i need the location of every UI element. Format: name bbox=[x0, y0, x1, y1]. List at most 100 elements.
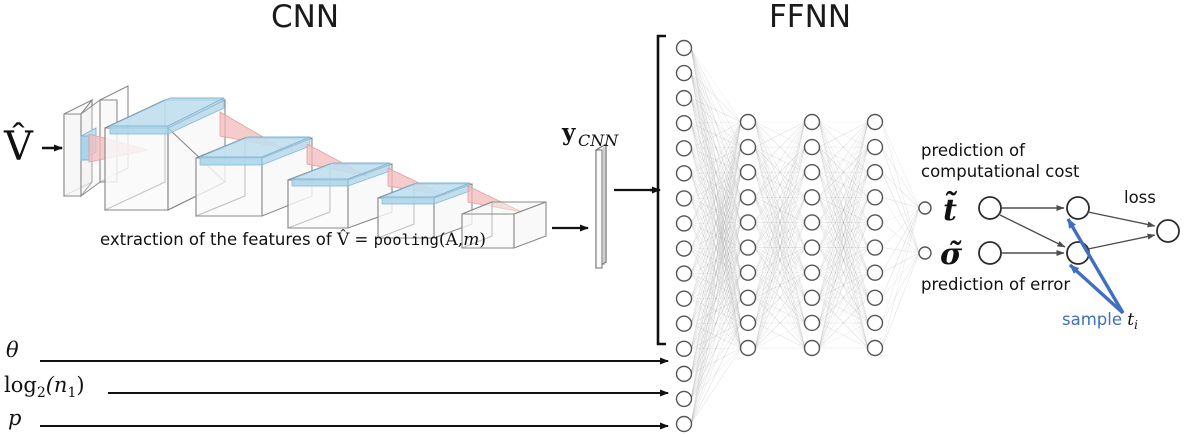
ffnn-hidden-node[interactable] bbox=[739, 113, 757, 131]
ffnn-input-node[interactable] bbox=[675, 240, 693, 257]
sigma-tilde-node[interactable] bbox=[978, 241, 1002, 265]
ffnn-edge bbox=[754, 197, 806, 323]
ffnn-edge bbox=[754, 272, 806, 349]
ffnn-hidden-node[interactable] bbox=[739, 189, 757, 206]
ffnn-edge bbox=[690, 173, 742, 349]
ffnn-edge bbox=[818, 171, 869, 198]
ffnn-edge bbox=[754, 121, 806, 198]
ffnn-edge bbox=[690, 47, 742, 198]
ffnn-edge bbox=[690, 197, 742, 274]
ffnn-edge bbox=[754, 272, 806, 299]
t-tilde-node[interactable] bbox=[978, 196, 1002, 220]
ffnn-hidden-node[interactable] bbox=[803, 314, 821, 332]
ffnn-input-node[interactable] bbox=[675, 365, 693, 383]
ffnn-input-node[interactable] bbox=[675, 340, 693, 357]
ffnn-input-node[interactable] bbox=[675, 165, 693, 182]
ffnn-input-node[interactable] bbox=[675, 290, 693, 307]
ffnn-edge bbox=[818, 121, 869, 198]
ffnn-output-node[interactable] bbox=[918, 201, 932, 215]
ffnn-edge bbox=[690, 123, 742, 298]
loss-node[interactable] bbox=[1156, 219, 1180, 243]
ffnn-input-node[interactable] bbox=[675, 215, 693, 232]
ffnn-edge bbox=[690, 147, 742, 324]
ffnn-edge bbox=[690, 272, 742, 274]
ffnn-input-node[interactable] bbox=[675, 390, 693, 408]
ffnn-hidden-node[interactable] bbox=[866, 239, 884, 256]
ffnn-edge bbox=[690, 146, 742, 224]
ffnn-edge bbox=[754, 247, 806, 324]
combine-node-bottom[interactable] bbox=[1066, 241, 1090, 265]
ffnn-hidden-node[interactable] bbox=[739, 289, 757, 306]
ffnn-hidden-node[interactable] bbox=[739, 138, 757, 156]
ffnn-edge bbox=[690, 98, 742, 323]
svg-text:extraction of the features of: extraction of the features of V̂ = pooli… bbox=[100, 230, 486, 250]
ffnn-edge bbox=[754, 297, 806, 324]
ffnn-hidden-node[interactable] bbox=[739, 239, 757, 256]
ffnn-input-node[interactable] bbox=[675, 315, 693, 332]
ffnn-input-node[interactable] bbox=[675, 39, 693, 57]
cnn-cone-5 bbox=[467, 185, 523, 213]
ffnn-hidden-node[interactable] bbox=[803, 214, 821, 231]
ffnn-edge bbox=[818, 121, 869, 248]
ffnn-hidden-node[interactable] bbox=[803, 189, 821, 206]
ffnn-hidden-node[interactable] bbox=[866, 289, 884, 306]
ffnn-edge bbox=[690, 297, 742, 425]
ffnn-hidden-node[interactable] bbox=[739, 264, 757, 281]
ffnn-edge bbox=[754, 121, 806, 349]
ffnn-edge bbox=[754, 297, 806, 324]
ffnn-edge bbox=[881, 147, 920, 254]
ffnn-hidden-node[interactable] bbox=[866, 339, 884, 357]
ffnn-input-node[interactable] bbox=[675, 114, 693, 132]
ffnn-input-node[interactable] bbox=[675, 89, 693, 107]
ffnn-hidden-node[interactable] bbox=[739, 164, 757, 181]
ffnn-edge bbox=[818, 272, 869, 299]
ffnn-input-node[interactable] bbox=[675, 415, 693, 433]
ffnn-edge bbox=[754, 147, 806, 349]
ffnn-edge bbox=[690, 222, 742, 425]
ffnn-edge bbox=[818, 171, 869, 198]
ffnn-edge bbox=[818, 172, 869, 273]
ffnn-edge bbox=[690, 72, 742, 198]
ffnn-hidden-node[interactable] bbox=[866, 264, 884, 281]
ffnn-hidden-node[interactable] bbox=[866, 314, 884, 332]
feature-vector-label: y bbox=[561, 119, 576, 146]
ffnn-hidden-node[interactable] bbox=[739, 314, 757, 332]
ffnn-edge bbox=[818, 247, 869, 324]
ffnn-edge bbox=[690, 198, 742, 349]
edge-t-to-bottom bbox=[999, 214, 1066, 248]
ffnn-edge bbox=[881, 172, 920, 254]
ffnn-input-node[interactable] bbox=[675, 140, 693, 157]
ffnn-edge bbox=[690, 121, 742, 274]
combine-node-top[interactable] bbox=[1066, 196, 1090, 220]
ffnn-hidden-node[interactable] bbox=[866, 164, 884, 181]
ffnn-edge bbox=[754, 222, 806, 324]
ffnn-edge bbox=[754, 222, 806, 273]
ffnn-edge bbox=[690, 197, 742, 374]
ffnn-input-node[interactable] bbox=[675, 64, 693, 82]
ffnn-edge bbox=[818, 222, 869, 273]
ffnn-hidden-node[interactable] bbox=[866, 214, 884, 231]
ffnn-edge bbox=[690, 121, 742, 349]
ffnn-edge bbox=[690, 121, 742, 174]
ffnn-edge bbox=[754, 197, 806, 298]
ffnn-edge bbox=[818, 222, 869, 298]
ffnn-input-node[interactable] bbox=[675, 265, 693, 282]
sample-label: sample ti bbox=[1062, 310, 1138, 332]
ffnn-edge bbox=[754, 247, 806, 298]
ffnn-hidden-node[interactable] bbox=[803, 339, 821, 357]
ffnn-hidden-node[interactable] bbox=[739, 339, 757, 357]
ffnn-hidden-node[interactable] bbox=[803, 289, 821, 306]
ffnn-hidden-node[interactable] bbox=[803, 239, 821, 256]
ffnn-hidden-node[interactable] bbox=[739, 214, 757, 231]
ffnn-edge bbox=[690, 148, 742, 298]
ffnn-hidden-node[interactable] bbox=[866, 189, 884, 206]
ffnn-hidden-node[interactable] bbox=[866, 113, 884, 131]
ffnn-hidden-node[interactable] bbox=[803, 164, 821, 181]
ffnn-input-node[interactable] bbox=[675, 190, 693, 207]
ffnn-edge bbox=[881, 121, 920, 254]
ffnn-hidden-node[interactable] bbox=[803, 113, 821, 131]
ffnn-output-node[interactable] bbox=[918, 246, 932, 260]
ffnn-hidden-node[interactable] bbox=[803, 138, 821, 156]
ffnn-hidden-node[interactable] bbox=[803, 264, 821, 281]
ffnn-hidden-node[interactable] bbox=[866, 138, 884, 156]
